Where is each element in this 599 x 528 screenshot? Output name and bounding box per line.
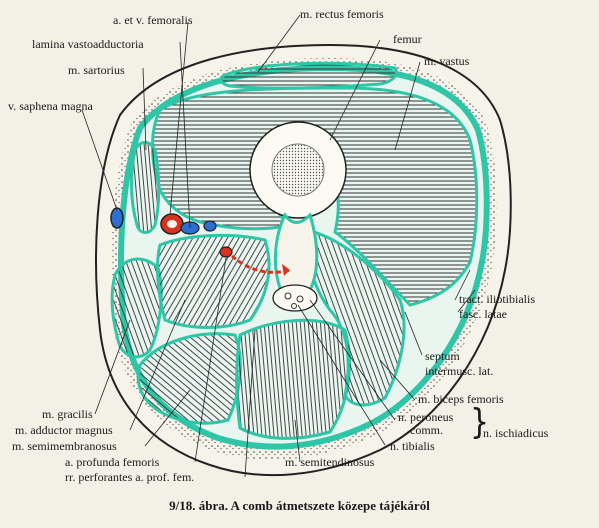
- label-septum: septum: [425, 349, 460, 363]
- label-adductor-magnus: m. adductor magnus: [15, 423, 113, 437]
- femoral-vein-2: [203, 220, 217, 232]
- femoral-artery-lumen: [167, 220, 177, 228]
- femur-marrow: [271, 143, 325, 197]
- label-perforantes: rr. perforantes a. prof. fem.: [65, 470, 195, 484]
- label-semitendinosus: m. semitendinosus: [285, 455, 375, 469]
- adductor-magnus-muscle: [156, 233, 271, 329]
- leader-lines: [81, 14, 476, 478]
- label-peroneus-comm: comm.: [410, 423, 443, 437]
- sciatic-nerve: [272, 284, 318, 312]
- arrowhead: [282, 264, 290, 276]
- gracilis-muscle: [110, 257, 163, 359]
- label-biceps-femoris: m. biceps femoris: [418, 392, 504, 406]
- label-peroneus: n. peroneus: [398, 410, 454, 424]
- biceps-femoris-muscle: [303, 228, 406, 407]
- semitendinosus-muscle: [235, 318, 352, 440]
- label-rectus-femoris: m. rectus femoris: [300, 7, 384, 21]
- label-femoral-vessels: a. et v. femoralis: [113, 13, 193, 27]
- profunda-femoris-artery: [219, 246, 233, 258]
- saphena-magna-vein: [110, 207, 124, 229]
- label-lamina-vastoadductoria: lamina vastoadductoria: [32, 37, 144, 51]
- sartorius-muscle: [129, 141, 161, 234]
- figure-caption: 9/18. ábra. A comb átmetszete közepe táj…: [169, 498, 430, 513]
- label-sartorius: m. sartorius: [68, 63, 125, 77]
- label-semimembranosus: m. semimembranosus: [12, 439, 117, 453]
- label-ischiadicus: n. ischiadicus: [483, 426, 549, 440]
- label-fascia-latae: fasc. latae: [459, 307, 507, 321]
- nerve-fascicle: [296, 295, 304, 303]
- label-femur: femur: [393, 32, 422, 46]
- nerve-fascicle: [284, 292, 292, 300]
- label-intermusc-lat: intermusc. lat.: [425, 364, 494, 378]
- label-profunda-femoris: a. profunda femoris: [65, 455, 160, 469]
- label-tractus-iliotibialis: tract. iliotibialis: [459, 292, 535, 306]
- intermuscular-septum-wedge: [274, 212, 319, 298]
- label-vastus: m. vastus: [424, 54, 470, 68]
- label-gracilis: m. gracilis: [42, 407, 93, 421]
- label-saphena-magna: v. saphena magna: [8, 99, 93, 113]
- label-tibialis: n. tibialis: [390, 439, 435, 453]
- rectus-femoris-muscle: [219, 61, 398, 90]
- nerve-fascicle: [291, 303, 297, 309]
- ischiadicus-brace: }: [470, 402, 490, 443]
